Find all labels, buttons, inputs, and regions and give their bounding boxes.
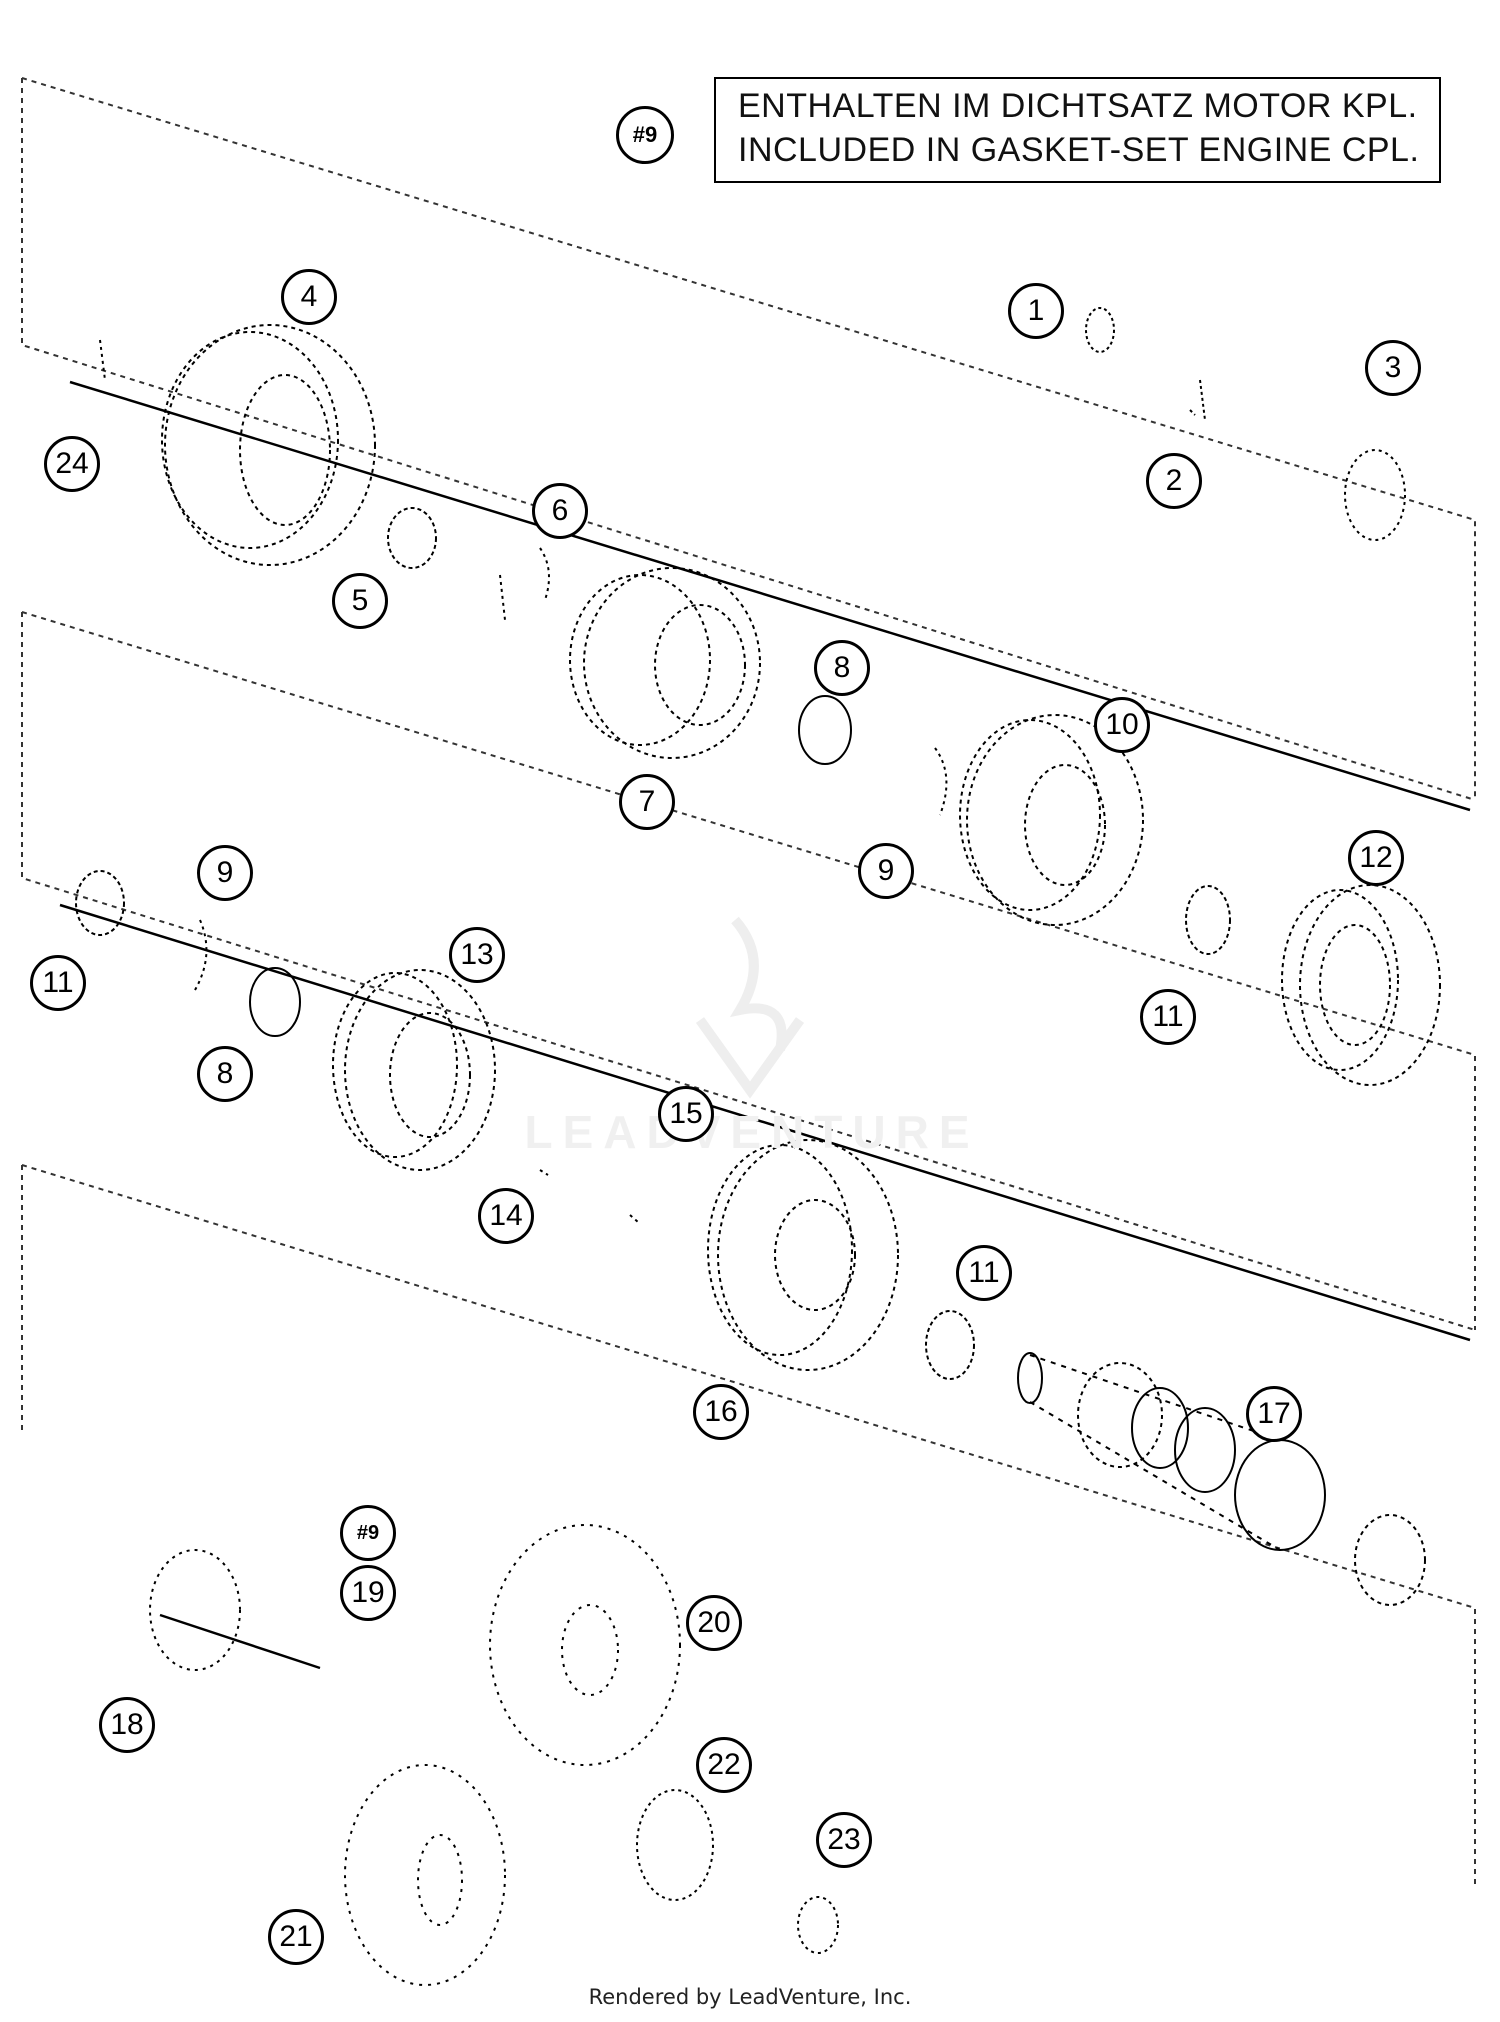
part-bush-2 — [1189, 379, 1206, 421]
part-gear-12 — [1281, 884, 1441, 1086]
callout-24: 24 — [44, 436, 100, 492]
callout-9-top: 9 — [858, 843, 914, 899]
callout-17: 17 — [1246, 1386, 1302, 1442]
callout-9-left: 9 — [197, 845, 253, 901]
part-washer-22 — [636, 1789, 714, 1901]
part-circlip-9-top — [934, 747, 948, 816]
watermark-text: LEADVENTURE — [524, 1106, 980, 1158]
callout-2: 2 — [1146, 453, 1202, 509]
part-gear-20 — [489, 1524, 681, 1766]
part-shaft-17 — [1017, 1352, 1426, 1606]
callout-19: 19 — [340, 1565, 396, 1621]
callout-21: 21 — [268, 1909, 324, 1965]
callout-6: 6 — [532, 483, 588, 539]
legend-badge: #9 — [616, 106, 674, 164]
part-bush-14 — [539, 1169, 639, 1223]
part-pin-24 — [99, 339, 106, 381]
watermark-logo — [695, 916, 805, 1099]
part-gear-21 — [344, 1764, 506, 1986]
part-gear-4 — [161, 324, 376, 566]
legend-line-english: INCLUDED IN GASKET-SET ENGINE CPL. — [738, 131, 1420, 169]
legend-box: ENTHALTEN IM DICHTSATZ MOTOR KPL. INCLUD… — [714, 77, 1441, 183]
part-washer-11-right — [1185, 885, 1231, 955]
panel-outlines — [21, 77, 1476, 1885]
part-gear-7 — [569, 567, 761, 759]
callout-14: 14 — [478, 1188, 534, 1244]
callout-13: 13 — [449, 927, 505, 983]
shaft-axes — [59, 380, 1471, 1670]
part-washer-5 — [387, 507, 437, 569]
callout-20: 20 — [686, 1595, 742, 1651]
part-circlip-9-left — [194, 919, 208, 991]
callout-15: 15 — [658, 1086, 714, 1142]
callout-3: 3 — [1365, 340, 1421, 396]
footer-credit: Rendered by LeadVenture, Inc. — [588, 1985, 912, 2009]
callout-10: 10 — [1094, 697, 1150, 753]
part-sprocket-3 — [1344, 449, 1406, 541]
callout-8-top: 8 — [814, 640, 870, 696]
callout-19-note: #9 — [340, 1505, 396, 1561]
part-gear-16 — [707, 1139, 899, 1371]
callout-11-left: 11 — [30, 955, 86, 1011]
callout-5: 5 — [332, 573, 388, 629]
callout-1: 1 — [1008, 283, 1064, 339]
part-sprocket-18 — [149, 1549, 241, 1671]
part-ring-6 — [499, 547, 550, 621]
callout-4: 4 — [281, 269, 337, 325]
callout-16: 16 — [693, 1384, 749, 1440]
callout-18: 18 — [99, 1697, 155, 1753]
part-gear-10 — [959, 714, 1144, 926]
callout-22: 22 — [696, 1737, 752, 1793]
callout-11-right: 11 — [1140, 989, 1196, 1045]
part-clip-23 — [797, 1896, 839, 1954]
part-ring-8-top — [798, 695, 852, 765]
callout-11-mid: 11 — [956, 1245, 1012, 1301]
part-washer-11-mid — [925, 1310, 975, 1380]
part-ring-8-left — [249, 967, 301, 1037]
part-gear-13 — [332, 969, 496, 1171]
callout-12: 12 — [1348, 830, 1404, 886]
callout-23: 23 — [816, 1812, 872, 1868]
part-clip-1 — [1085, 307, 1115, 353]
callout-7: 7 — [619, 774, 675, 830]
legend-line-german: ENTHALTEN IM DICHTSATZ MOTOR KPL. — [738, 87, 1418, 125]
part-washer-11-left — [75, 870, 125, 936]
callout-8-left: 8 — [197, 1046, 253, 1102]
